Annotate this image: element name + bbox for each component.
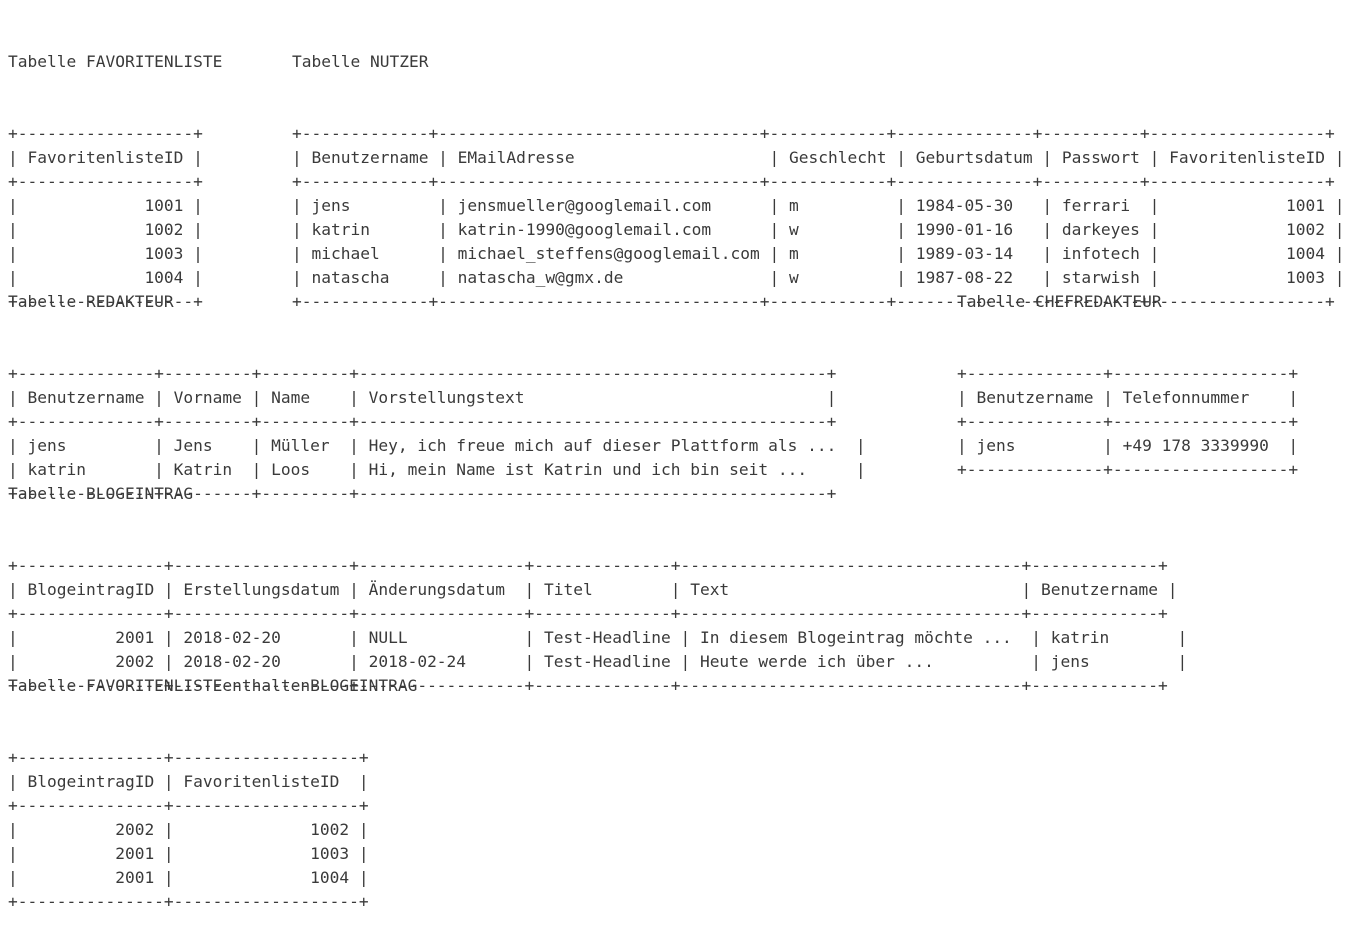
table-row: | 1002 | [8, 220, 203, 239]
table-row: | 1004 | [8, 268, 203, 287]
table-body: +---------------+------------------+----… [8, 554, 1187, 698]
table-border: +-------------+-------------------------… [292, 124, 1335, 143]
table-row: | 1001 | [8, 196, 203, 215]
table-title: Tabelle NUTZER [292, 52, 429, 71]
table-row: | Benutzername | Telefonnummer | [957, 388, 1299, 407]
table-row: | 2001 | 2018-02-20 | NULL | Test-Headli… [8, 628, 1188, 647]
table-row: | 2001 | 1004 | [8, 868, 369, 887]
table-nutzer: Tabelle NUTZER +-------------+----------… [292, 2, 1345, 338]
table-border: +---------------+------------------+----… [8, 604, 1168, 623]
table-row: | FavoritenlisteID | [8, 148, 203, 167]
table-row: | jens | jensmueller@googlemail.com | m … [292, 196, 1345, 215]
table-border: +------------------+ [8, 292, 203, 311]
table-row: | natascha | natascha_w@gmx.de | w | 198… [292, 268, 1345, 287]
table-row: | jens | +49 178 3339990 | [957, 436, 1299, 455]
table-border: +--------------+---------+---------+----… [8, 364, 837, 383]
table-row: | katrin | Katrin | Loos | Hi, mein Name… [8, 460, 866, 479]
table-row: | BlogeintragID | Erstellungsdatum | Änd… [8, 580, 1178, 599]
table-row: | jens | Jens | Müller | Hey, ich freue … [8, 436, 866, 455]
table-chefredakteur: Tabelle CHEFREDAKTEUR +--------------+--… [957, 242, 1298, 506]
table-body: +-------------+-------------------------… [292, 122, 1345, 314]
table-border: +---------------+-------------------+ [8, 748, 369, 767]
table-title: Tabelle BLOGEINTRAG [8, 484, 194, 503]
table-favoritenliste-enthalten-blogeintrag: Tabelle FAVORITENLISTEenthaltenBLOGEINTR… [8, 626, 417, 938]
table-body: +--------------+------------------+ | Ben… [957, 362, 1298, 482]
table-title: Tabelle FAVORITENLISTEenthaltenBLOGEINTR… [8, 676, 418, 695]
table-border: +--------------+---------+---------+----… [8, 484, 837, 503]
table-row: | 1003 | [8, 244, 203, 263]
table-border: +-------------+-------------------------… [292, 292, 1335, 311]
table-row: | michael | michael_steffens@googlemail.… [292, 244, 1345, 263]
table-title: Tabelle CHEFREDAKTEUR [957, 292, 1162, 311]
table-border: +---------------+-------------------+ [8, 892, 369, 911]
table-border: +------------------+ [8, 172, 203, 191]
table-border: +--------------+------------------+ [957, 364, 1299, 383]
table-title: Tabelle FAVORITENLISTE [8, 52, 223, 71]
table-row: | Benutzername | Vorname | Name | Vorste… [8, 388, 837, 407]
table-border: +---------------+------------------+----… [8, 556, 1168, 575]
table-row: | 2002 | 1002 | [8, 820, 369, 839]
table-border: +--------------+------------------+ [957, 460, 1299, 479]
table-blogeintrag: Tabelle BLOGEINTRAG +---------------+---… [8, 434, 1187, 722]
table-row: | katrin | katrin-1990@googlemail.com | … [292, 220, 1345, 239]
table-border: +--------------+------------------+ [957, 412, 1299, 431]
table-row: | 2002 | 2018-02-20 | 2018-02-24 | Test-… [8, 652, 1188, 671]
table-title: Tabelle REDAKTEUR [8, 292, 174, 311]
table-row: | Benutzername | EMailAdresse | Geschlec… [292, 148, 1345, 167]
table-body: +--------------+---------+---------+----… [8, 362, 866, 506]
table-border: +---------------+------------------+----… [8, 676, 1168, 695]
table-border: +------------------+ [8, 124, 203, 143]
table-border: +---------------+-------------------+ [8, 796, 369, 815]
table-body: +------------------+ | FavoritenlisteID |… [8, 122, 222, 314]
table-redakteur: Tabelle REDAKTEUR +--------------+------… [8, 242, 866, 530]
table-favoritenliste: Tabelle FAVORITENLISTE +----------------… [8, 2, 222, 338]
table-border: +-------------+-------------------------… [292, 172, 1335, 191]
table-body: +---------------+-------------------+ | B… [8, 746, 417, 914]
table-border: +--------------+---------+---------+----… [8, 412, 837, 431]
table-row: | BlogeintragID | FavoritenlisteID | [8, 772, 369, 791]
table-row: | 2001 | 1003 | [8, 844, 369, 863]
